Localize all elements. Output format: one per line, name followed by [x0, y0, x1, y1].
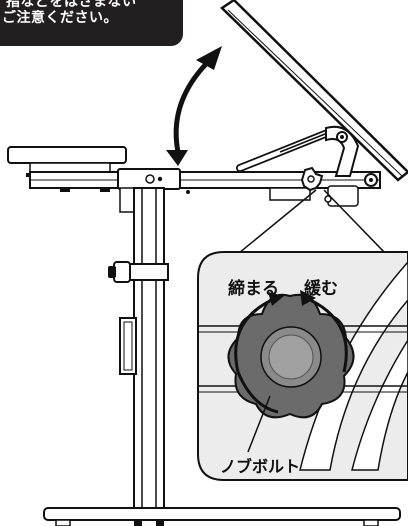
knob-bolt-large-icon — [227, 293, 355, 419]
warning-text-line-1: 指などをはさまない — [6, 0, 137, 10]
horizontal-frame — [29, 168, 381, 213]
tilt-mechanism — [236, 125, 378, 207]
vertical-column — [108, 187, 169, 511]
tighten-label: 締まる — [228, 279, 279, 299]
desk-base — [43, 507, 401, 526]
tilt-range-arrow-icon — [166, 46, 222, 166]
warning-callout: 指などをはさまない ご注意ください。 — [0, 0, 183, 46]
knob-bolt-leader-line — [247, 395, 271, 453]
loosen-label: 緩む — [304, 279, 338, 299]
knob-bolt-small-icon — [300, 166, 324, 192]
rotation-arrow-loosen-icon — [300, 290, 348, 373]
tilted-tabletop — [220, 0, 408, 182]
zoom-leader-lines — [227, 189, 387, 263]
knob-bolt-label: ノブボルト — [220, 457, 301, 476]
warning-text-line-2: ご注意ください。 — [2, 10, 118, 26]
rotation-arrow-tighten-icon — [234, 292, 284, 414]
